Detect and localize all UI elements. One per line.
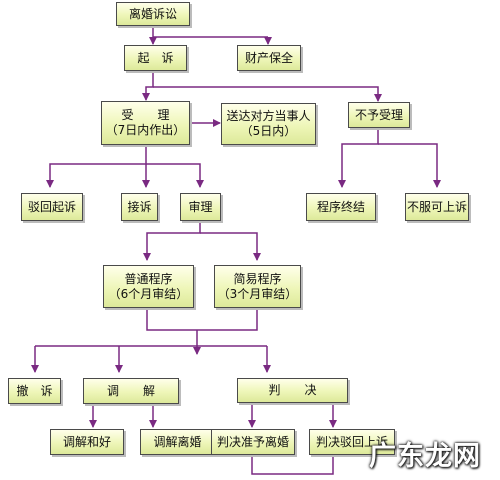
connector-prosecution-to-acceptance: [142, 71, 154, 101]
node-reject-suit: 驳回起诉: [21, 193, 83, 221]
node-simple-procedure: 简易程序 （3个月审结）: [214, 265, 301, 308]
node-label: 起 诉: [137, 50, 174, 65]
node-label: 判决准予离婚: [216, 434, 289, 449]
node-label: 调解离婚: [153, 434, 202, 449]
node-judgment: 判 决: [237, 378, 348, 403]
connector-not-accepted-to-end: [338, 128, 379, 188]
node-label: 调解和好: [62, 434, 111, 449]
connector-merge-to-withdraw: [35, 345, 267, 372]
connector-litigation-to-prosecution: [153, 26, 268, 44]
node-label: 普通程序: [124, 271, 173, 286]
node-not-accepted: 不予受理: [348, 102, 410, 128]
node-acceptance: 受 理 （7日内作出）: [101, 101, 190, 145]
node-mediation: 调 解: [83, 378, 179, 404]
node-note: （5日内）: [240, 124, 297, 138]
node-label: 财产保全: [244, 50, 293, 65]
site-watermark: 广东龙网: [362, 433, 488, 473]
connector-judgment-bottom: [251, 455, 334, 475]
node-property-preservation: 财产保全: [237, 45, 301, 71]
node-judge-divorce: 判决准予离婚: [211, 429, 295, 455]
node-appeal-dissatisfied: 不服可上诉: [405, 193, 469, 221]
node-label: 不服可上诉: [406, 199, 467, 214]
node-jurisdiction-objection: 接诉: [121, 193, 158, 221]
node-trial: 审理: [180, 193, 221, 221]
connector-not-accepted-to-appeal: [378, 143, 441, 188]
node-note: （7日内作出）: [105, 123, 186, 137]
connector-trial-to-simple: [200, 232, 261, 261]
node-divorce-litigation: 离婚诉讼: [116, 2, 190, 26]
node-mediate-divorce: 调解离婚: [140, 429, 215, 455]
node-label: 接诉: [127, 199, 152, 214]
node-label: 程序终结: [316, 199, 365, 214]
node-note: （3个月审结）: [217, 286, 298, 301]
node-label: 判决驳回上诉: [315, 434, 388, 449]
node-label: 送达对方当事人: [226, 109, 311, 123]
node-judge-reject: 判决驳回上诉: [309, 429, 395, 455]
node-mediate-reconcile: 调解和好: [50, 429, 124, 455]
connector-trial-to-ordinary: [143, 222, 201, 261]
node-label: 离婚诉讼: [128, 6, 177, 21]
node-withdraw-suit: 撤 诉: [8, 378, 61, 404]
node-note: （6个月审结）: [108, 286, 189, 301]
node-label: 不予受理: [354, 107, 403, 122]
connector-acceptance-to-reject: [46, 145, 147, 188]
node-procedure-ends: 程序终结: [306, 193, 376, 221]
node-label: 审理: [188, 199, 213, 214]
node-serve-parties: 送达对方当事人 （5日内）: [221, 103, 316, 145]
node-label: 撤 诉: [16, 383, 53, 398]
connector-programs-merge: [146, 308, 258, 346]
connector-acceptance-to-trial: [146, 163, 204, 188]
connector-prosecution-to-not-accepted: [153, 86, 382, 102]
node-label: 驳回起诉: [27, 199, 76, 214]
node-prosecution: 起 诉: [124, 45, 187, 71]
node-label: 调 解: [106, 383, 155, 398]
node-ordinary-procedure: 普通程序 （6个月审结）: [103, 265, 194, 308]
node-label: 受 理: [121, 108, 170, 122]
node-label: 判 决: [268, 383, 317, 397]
watermark-text: 广东龙网: [369, 440, 481, 472]
node-label: 简易程序: [233, 271, 282, 286]
